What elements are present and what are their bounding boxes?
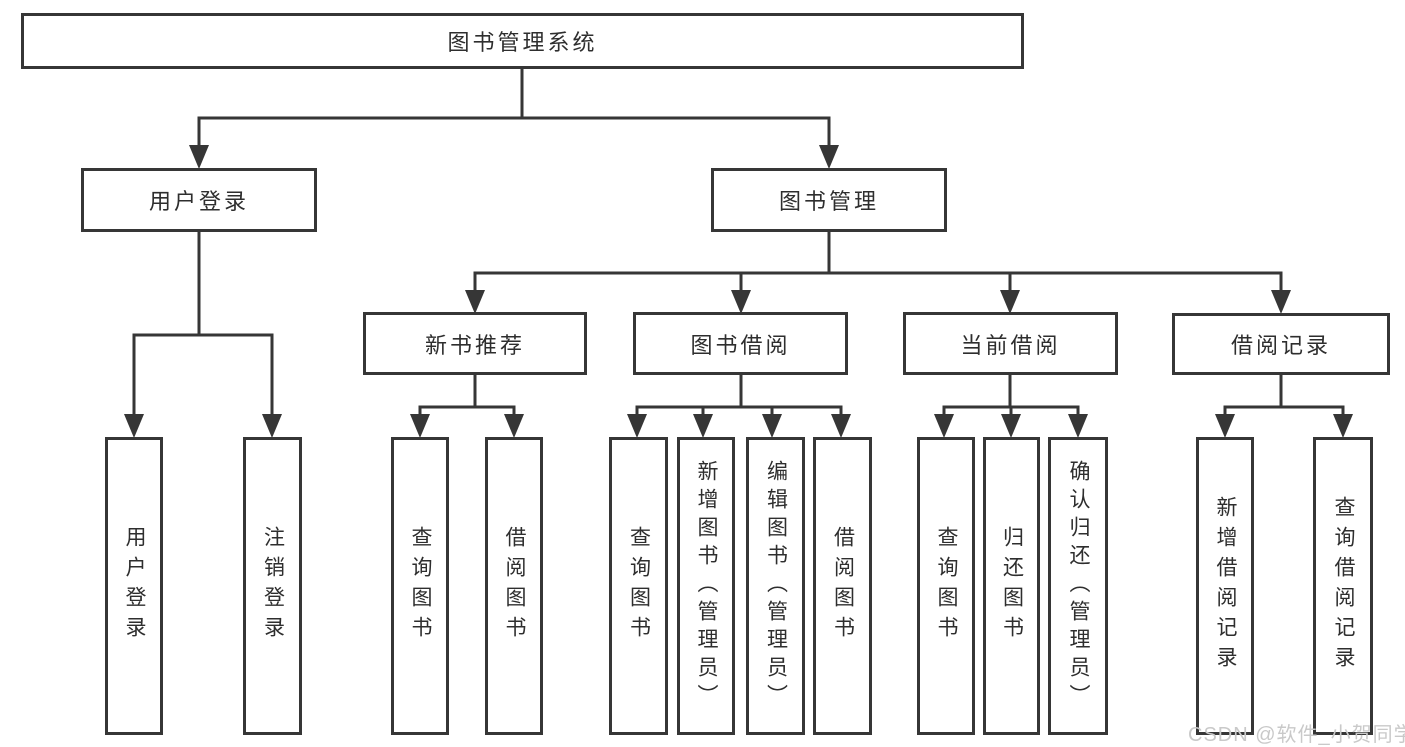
leaf-confirm-return-admin-label: 确认归还（管理员） [1067,460,1090,712]
leaf-query-book-recommend-label: 查询图书 [409,526,432,646]
leaf-query-book-borrow-label: 查询图书 [627,526,651,646]
node-book-management: 图书管理 [711,168,947,232]
node-book-borrow-label: 图书借阅 [690,332,791,358]
node-root-label: 图书管理系统 [447,30,598,55]
leaf-borrow-book: 借阅图书 [813,437,872,735]
leaf-user-login: 用户登录 [105,437,163,735]
leaf-query-book-borrow: 查询图书 [609,437,668,735]
csdn-watermark: CSDN @软件_小贺同学 [1188,724,1405,746]
leaf-confirm-return-admin: 确认归还（管理员） [1048,437,1108,735]
node-new-book-recommend-label: 新书推荐 [424,332,525,358]
leaf-query-borrow-record: 查询借阅记录 [1313,437,1373,735]
leaf-return-book-label: 归还图书 [1000,526,1024,646]
node-root: 图书管理系统 [21,13,1024,69]
leaf-add-book-admin: 新增图书（管理员） [677,437,735,735]
node-book-management-label: 图书管理 [778,189,879,214]
leaf-user-login-label: 用户登录 [123,526,146,646]
leaf-return-book: 归还图书 [983,437,1040,735]
node-user-login: 用户登录 [81,168,317,232]
leaf-query-book-current: 查询图书 [917,437,975,735]
node-book-borrow: 图书借阅 [633,312,848,375]
leaf-add-book-admin-label: 新增图书（管理员） [695,460,718,712]
node-new-book-recommend: 新书推荐 [363,312,587,375]
leaf-borrow-book-label: 借阅图书 [831,526,855,646]
node-borrow-record-label: 借阅记录 [1230,333,1331,358]
leaf-add-borrow-record-label: 新增借阅记录 [1214,496,1237,676]
leaf-edit-book-admin: 编辑图书（管理员） [746,437,805,735]
node-current-borrow-label: 当前借阅 [960,332,1061,358]
leaf-logout: 注销登录 [243,437,302,735]
leaf-logout-label: 注销登录 [261,526,285,646]
leaf-borrow-book-recommend: 借阅图书 [485,437,543,735]
leaf-query-book-recommend: 查询图书 [391,437,449,735]
node-current-borrow: 当前借阅 [903,312,1118,375]
leaf-query-borrow-record-label: 查询借阅记录 [1332,496,1355,676]
leaf-add-borrow-record: 新增借阅记录 [1196,437,1254,735]
node-user-login-label: 用户登录 [148,189,249,214]
leaf-query-book-current-label: 查询图书 [935,526,958,646]
leaf-borrow-book-recommend-label: 借阅图书 [503,526,526,646]
leaf-edit-book-admin-label: 编辑图书（管理员） [764,460,788,712]
node-borrow-record: 借阅记录 [1172,313,1390,375]
